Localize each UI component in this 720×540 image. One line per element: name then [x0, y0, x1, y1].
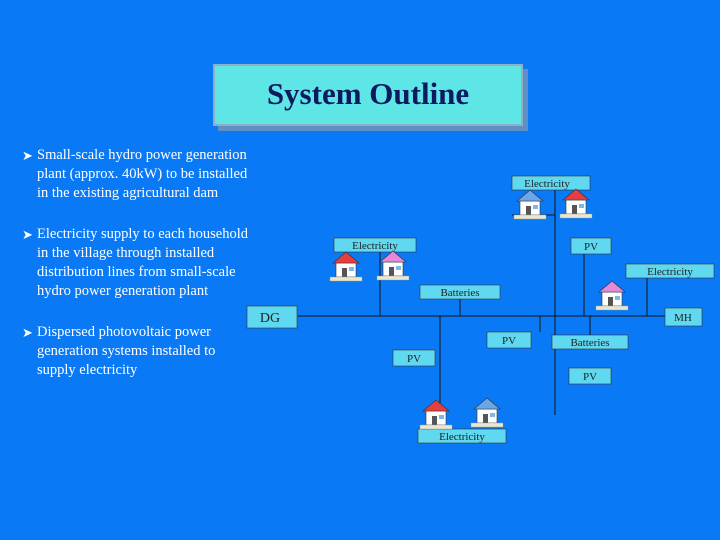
mh-label: MH [674, 312, 692, 324]
dg-label: DG [260, 311, 280, 326]
batteries-box-2: Batteries [551, 334, 629, 350]
bullet-item: ➤ Dispersed photovoltaic power generatio… [22, 323, 252, 380]
pv-label: PV [584, 241, 598, 253]
electricity-box-2: Electricity [333, 237, 417, 253]
arrow-bullet-icon: ➤ [22, 325, 33, 340]
connection-lines [298, 190, 665, 415]
pv-label: PV [583, 371, 597, 383]
house-icon [376, 250, 410, 281]
arrow-bullet-icon: ➤ [22, 148, 33, 163]
electricity-label: Electricity [352, 240, 398, 252]
electricity-label: Electricity [647, 266, 693, 278]
bullet-text: Electricity supply to each household in … [37, 226, 249, 299]
house-icon [329, 251, 363, 282]
pv-label: PV [502, 335, 516, 347]
pv-box-3: PV [392, 349, 436, 367]
pv-box-1: PV [570, 237, 612, 255]
batteries-label: Batteries [570, 337, 609, 349]
electricity-box-3: Electricity [625, 263, 715, 279]
mh-box: MH [664, 307, 703, 327]
page-title: System Outline [266, 76, 470, 111]
electricity-box-1: Electricity [511, 175, 591, 191]
electricity-label: Electricity [439, 431, 485, 443]
electricity-label: Electricity [524, 178, 570, 190]
bullet-text: Small-scale hydro power generation plant… [37, 147, 248, 201]
batteries-box-1: Batteries [419, 284, 501, 300]
house-icon [559, 188, 593, 219]
bullet-list: ➤ Small-scale hydro power generation pla… [22, 146, 252, 398]
bullet-item: ➤ Small-scale hydro power generation pla… [22, 146, 252, 203]
bullet-item: ➤ Electricity supply to each household i… [22, 225, 252, 301]
dg-box: DG [246, 305, 298, 329]
bullet-text: Dispersed photovoltaic power generation … [37, 324, 216, 378]
pv-box-4: PV [568, 367, 612, 385]
house-icon [419, 399, 453, 430]
house-icon [595, 280, 629, 311]
arrow-bullet-icon: ➤ [22, 227, 33, 242]
house-icon [470, 397, 504, 428]
batteries-label: Batteries [440, 287, 479, 299]
pv-box-2: PV [486, 331, 532, 349]
pv-label: PV [407, 353, 421, 365]
title-box: System Outline [213, 64, 523, 126]
electricity-box-4: Electricity [417, 428, 507, 444]
